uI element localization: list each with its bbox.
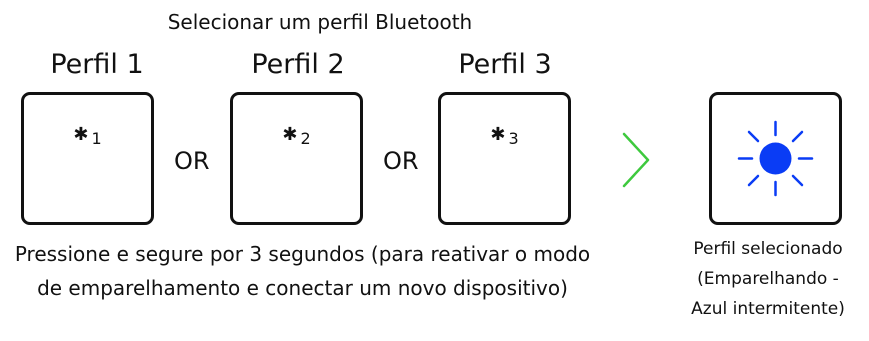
key-1-legend: ✱1 [24,125,151,149]
result-caption-line-2: (Emparelhando - [697,269,839,289]
key-3-number: 3 [508,129,519,148]
profile-3-key[interactable]: ✱3 [438,92,571,225]
instruction-text: Pressione e segure por 3 segundos (para … [14,242,591,300]
profile-1-key[interactable]: ✱1 [21,92,154,225]
result-caption-line-3: Azul intermitente) [691,299,845,319]
bluetooth-icon: ✱ [282,124,298,145]
result-caption: Perfil selecionado (Emparelhando - Azul … [672,234,864,324]
separator-or-2: OR [383,147,419,175]
profile-2-label: Perfil 2 [251,49,345,80]
profile-1-label: Perfil 1 [50,49,144,80]
key-2-number: 2 [300,129,311,148]
profile-3-label: Perfil 3 [458,49,552,80]
profile-2-key[interactable]: ✱2 [230,92,363,225]
diagram-title: Selecionar um perfil Bluetooth [167,10,473,34]
key-1-number: 1 [91,129,102,148]
chevron-right-icon [622,132,650,188]
key-2-legend: ✱2 [233,125,360,149]
blinking-light-icon [737,120,814,197]
key-3-legend: ✱3 [441,125,568,149]
selected-profile-key [709,92,842,225]
separator-or-1: OR [174,147,210,175]
result-caption-line-1: Perfil selecionado [693,239,843,259]
bluetooth-icon: ✱ [490,124,506,145]
bluetooth-icon: ✱ [73,124,89,145]
